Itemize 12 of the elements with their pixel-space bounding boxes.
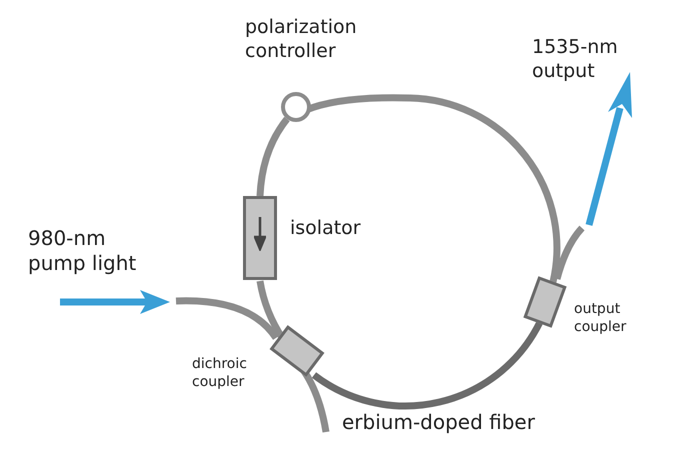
fiber-line	[256, 116, 290, 196]
component-box	[243, 196, 277, 280]
component-label: output coupler	[574, 301, 628, 336]
label: 1535-nm output	[532, 36, 619, 84]
fiber-line	[176, 297, 279, 340]
component-label: dichroic coupler	[192, 356, 248, 391]
label: 980-nm pump light	[28, 226, 138, 276]
fiber-loop	[281, 92, 311, 122]
fiber-line	[312, 320, 544, 410]
component-label: isolator	[290, 217, 362, 241]
component-label: polarization controller	[245, 16, 358, 64]
edge-label: erbium-doped fiber	[342, 410, 536, 435]
